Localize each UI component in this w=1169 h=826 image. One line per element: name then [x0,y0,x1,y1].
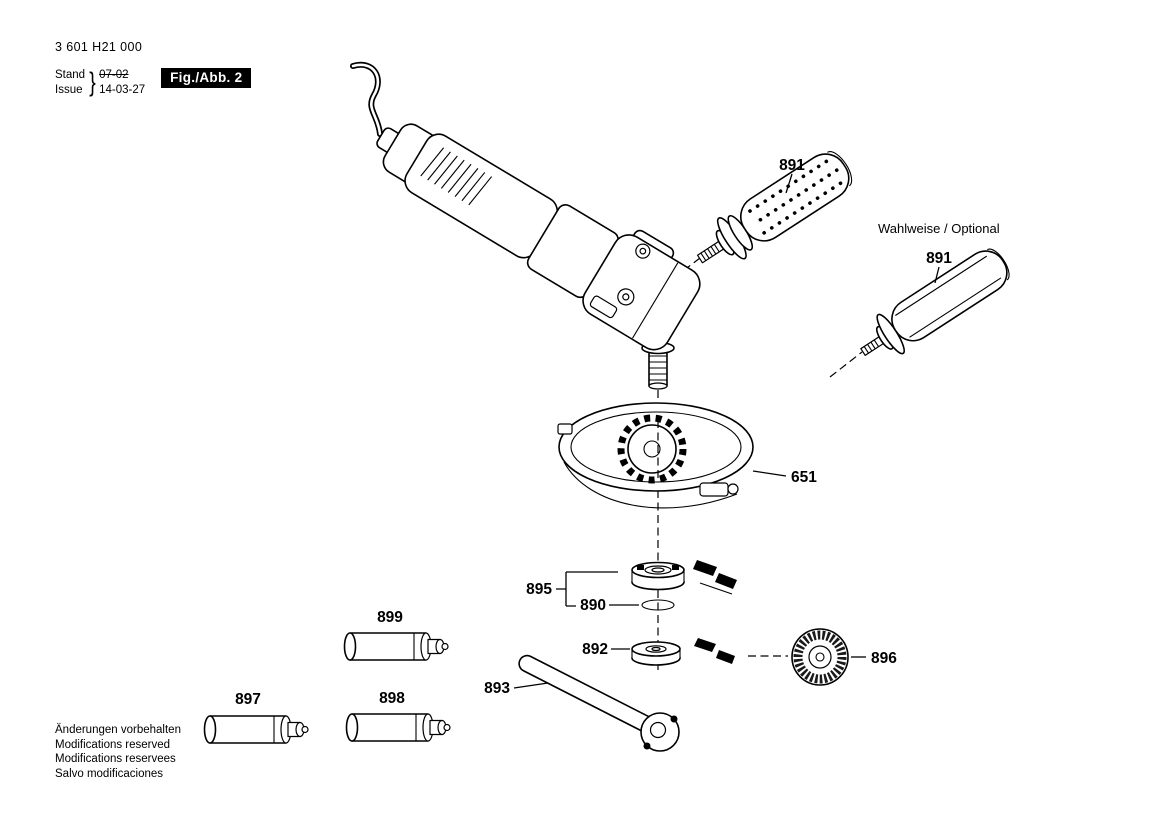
part-number: 3 601 H21 000 [55,40,143,54]
part-label-898: 898 [379,690,405,707]
bracket-895 [556,571,618,607]
document-header: 3 601 H21 000 Stand Issue } 07-02 14-03-… [55,40,252,98]
stand-value: 07-02 [99,69,129,81]
part-label-890: 890 [580,597,606,614]
switch-slider [589,295,618,319]
retaining-ring-890 [641,599,675,611]
issue-label: Issue [55,84,83,97]
figure-badge: Fig./Abb. 2 [161,68,252,88]
part-label-896: 896 [871,650,897,667]
wrench-pin [643,742,651,750]
revision-values: 07-02 14-03-27 [99,68,145,98]
pin-wrench-893 [518,654,680,752]
issue-value: 14-03-27 [99,84,146,97]
leader-891-top [785,173,793,194]
part-label-891-optional: 891 [926,250,952,267]
guard-clamp-screw [727,483,739,495]
revision-labels: Stand Issue [55,68,85,98]
tube-898 [345,713,451,742]
side-handle-891-top [696,151,853,264]
leader-891-optional [934,266,940,284]
handle-grip [891,250,1008,342]
footer-line-de: Änderungen vorbehalten [55,724,181,736]
footer-line-es: Salvo modificaciones [55,768,164,781]
tube-899 [343,632,449,661]
leader-651 [752,470,787,477]
mounting-flange-895 [631,561,685,591]
part-label-893: 893 [484,680,510,697]
part-label-897: 897 [235,691,261,708]
grinder-body [376,123,701,351]
revision-brace: } [89,67,96,97]
guard-collar [627,424,677,474]
drive-lug [672,565,679,570]
part-label-892: 892 [582,641,608,658]
footer-line-fr: Modifications reservees [55,753,176,766]
wrench-handle [518,654,656,734]
vent-slits [420,147,493,206]
revision-block: Stand Issue } 07-02 14-03-27 Fig./Abb. 2 [55,67,252,98]
stand-label: Stand [55,69,86,81]
leader-893 [513,682,549,689]
guard-tab [557,423,573,435]
drive-lug [637,565,644,570]
tube-897 [203,715,309,744]
guard-collar-teeth [617,414,687,484]
side-handle-891-optional [860,248,1010,356]
optional-note: Wahlweise / Optional [878,221,1000,236]
nut-knurling [793,630,847,684]
power-cord [350,61,383,137]
footer-notice: Änderungen vorbehalten Modifications res… [55,723,181,782]
stud-threads [863,339,880,354]
part-label-891-top: 891 [779,157,805,174]
guard-clamp [699,482,729,497]
clamping-nut-896 [791,628,849,686]
part-label-895: 895 [526,581,552,598]
footer-line-en: Modifications reserved [55,738,171,751]
part-label-899: 899 [377,609,403,626]
guard-skirt [563,461,738,509]
wrench-pin [670,715,678,723]
part-label-651: 651 [791,469,817,486]
gear-head [582,234,701,351]
backing-flange-892 [631,641,681,666]
stud-threads [700,244,720,261]
handle-grip [740,153,850,242]
wheel-guard [557,402,754,509]
clamp-piece-895 [693,560,737,595]
spindle-threads [649,355,667,381]
clamp-piece-892 [694,638,735,664]
